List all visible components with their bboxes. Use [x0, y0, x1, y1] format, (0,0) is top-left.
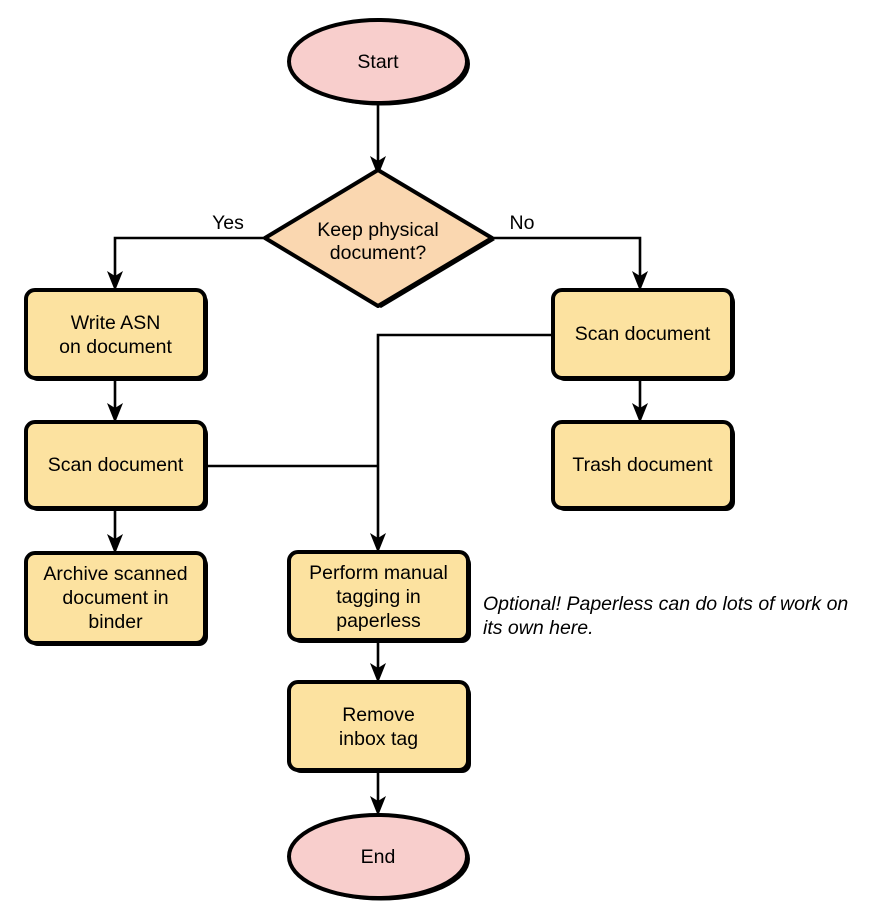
node-scan-document-right[interactable]: Scan document [551, 288, 735, 381]
node-tagging-label-line1: Perform manual [309, 562, 448, 584]
node-write-asn-label-line1: Write ASN [71, 312, 161, 334]
edge-junction-arrow-to-tagging [370, 533, 386, 553]
node-archive-label-line1: Archive scanned [43, 563, 187, 585]
edge-start-to-decision [370, 103, 386, 176]
node-remove-inbox-tag[interactable]: Remove inbox tag [287, 680, 471, 773]
node-start[interactable]: Start [287, 18, 470, 106]
edge-decision-no-to-scan-right [492, 236, 648, 291]
node-decision-label-line1: Keep physical [317, 219, 438, 241]
edge-scan-right-to-tagging [376, 333, 553, 542]
node-end-label: End [361, 846, 396, 868]
node-decision-keep-physical-document[interactable]: Keep physical document? [263, 168, 495, 308]
annotation-optional-note: Optional! Paperless can do lots of work … [483, 593, 848, 639]
node-trash-document-label: Trash document [572, 454, 713, 476]
node-archive-scanned-document[interactable]: Archive scanned document in binder [24, 551, 208, 646]
node-write-asn-label-line2: on document [59, 336, 172, 358]
edge-write-asn-to-scan-left [107, 378, 123, 423]
edge-label-yes: Yes [212, 212, 244, 234]
node-perform-manual-tagging[interactable]: Perform manual tagging in paperless [287, 550, 471, 643]
node-tagging-label-line2: tagging in [336, 586, 421, 608]
node-remove-inbox-label-line1: Remove [342, 704, 415, 726]
annotation-optional-line1: Optional! Paperless can do lots of work … [483, 593, 848, 615]
edge-remove-inbox-to-end [370, 770, 386, 816]
node-archive-label-line3: binder [88, 611, 143, 633]
node-archive-label-line2: document in [62, 587, 168, 609]
node-tagging-label-line3: paperless [336, 610, 421, 632]
node-decision-label-line2: document? [330, 242, 427, 264]
node-write-asn-on-document[interactable]: Write ASN on document [24, 288, 208, 381]
node-scan-document-left-label: Scan document [48, 454, 184, 476]
node-remove-inbox-label-line2: inbox tag [339, 728, 418, 750]
node-trash-document[interactable]: Trash document [551, 420, 735, 511]
node-start-label: Start [357, 51, 399, 73]
node-end[interactable]: End [287, 813, 470, 901]
edge-decision-yes-to-write-asn [107, 236, 265, 291]
node-scan-document-left[interactable]: Scan document [24, 420, 208, 511]
annotation-optional-line2: its own here. [483, 617, 594, 639]
edge-scan-left-to-archive [107, 508, 123, 554]
node-scan-document-right-label: Scan document [575, 323, 711, 345]
edge-label-no: No [510, 212, 535, 234]
edge-tagging-to-remove-inbox [370, 640, 386, 683]
edge-scan-right-to-trash [632, 378, 648, 423]
